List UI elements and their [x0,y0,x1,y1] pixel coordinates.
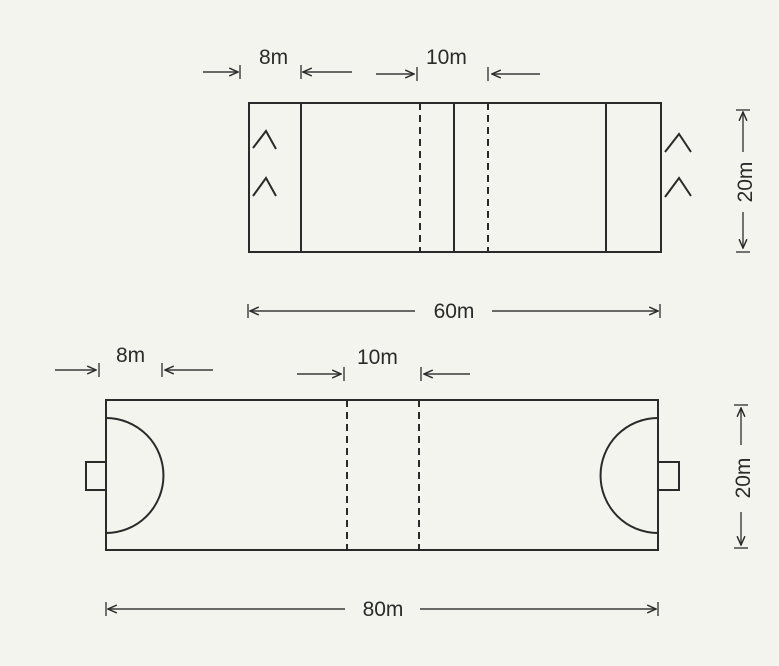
bottom-length-dim-label: 80m [363,598,404,621]
bottom-right-shooting-arc [599,417,659,534]
bottom-right-goal [657,461,680,491]
top-right-goal-marker-lower [664,176,692,198]
bottom-court-outline [105,399,659,551]
bottom-zone-dim-label: 8m [116,344,145,367]
top-left-goal-marker-lower [252,176,277,197]
bottom-centre-dim-label: 10m [357,346,398,369]
top-length-dim-label: 60m [434,300,475,323]
bottom-court: 8m 10m 20m 80m [55,344,755,621]
bottom-width-dim-label: 20m [732,458,755,499]
top-zone-dim-label: 8m [259,46,288,69]
top-right-goal-marker-upper [664,132,692,153]
top-width-dim-label: 20m [734,162,757,203]
bottom-left-goal [85,461,107,491]
bottom-left-shooting-arc [105,417,165,534]
top-centre-dim-label: 10m [426,46,467,69]
top-left-goal-marker-upper [252,129,277,150]
top-court: 8m 10m 20m 60m [203,46,757,323]
